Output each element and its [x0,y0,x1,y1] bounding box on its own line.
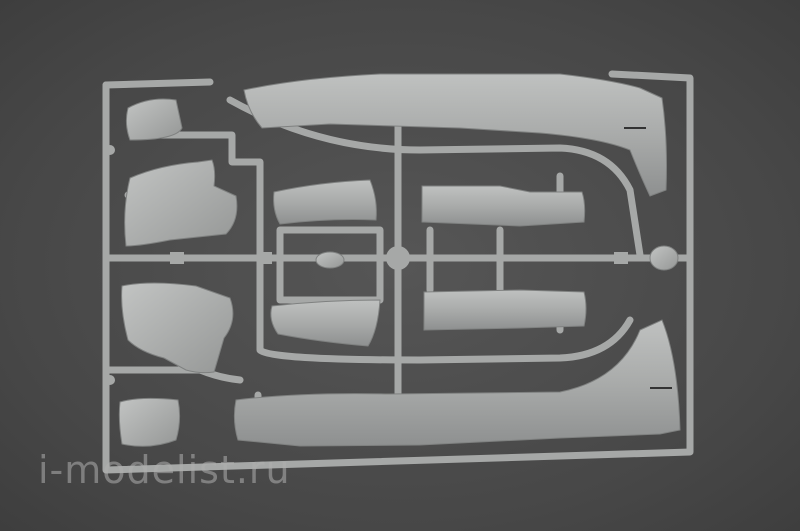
flap-lower [270,299,381,347]
cowling-part-2 [124,159,238,247]
small-round-part [649,245,679,271]
fuselage-half-upper [243,73,667,197]
cowling-part-1 [125,98,183,141]
watermark-text: i-modelist.ru [38,448,291,492]
sprue-gates [105,145,628,385]
cowling-part-3 [121,282,234,374]
intake-part [118,397,181,447]
floor-panel-upper [421,185,586,227]
floor-panel-lower [423,289,587,331]
spinner-part [315,251,345,269]
flap-upper [273,179,377,225]
fuselage-half-lower [233,319,681,447]
